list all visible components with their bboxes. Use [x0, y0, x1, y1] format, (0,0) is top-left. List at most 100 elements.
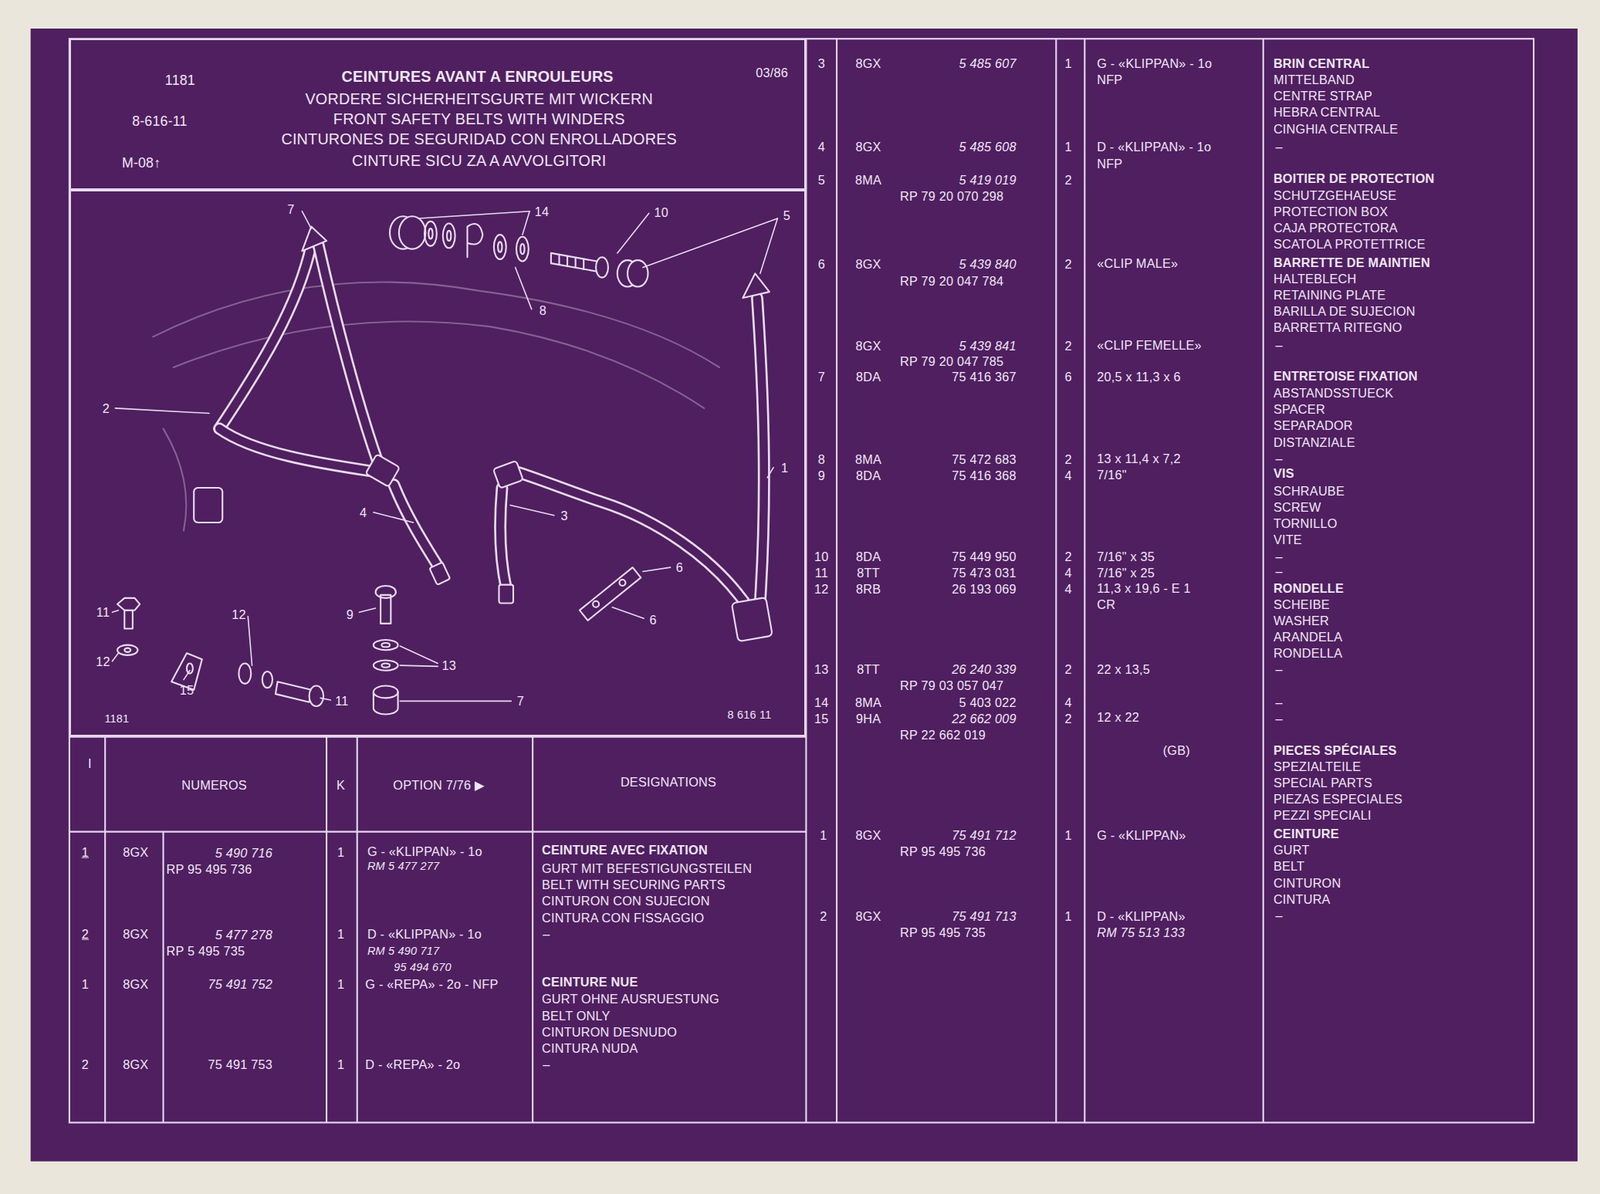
table-cell: 75 491 753	[208, 1057, 274, 1073]
table-cell: GURT OHNE AUSRUESTUNG	[541, 991, 720, 1007]
table-cell: 8TT	[856, 564, 880, 580]
callout-number: 13	[441, 658, 457, 674]
table-cell: VIS	[1273, 466, 1295, 481]
belt-straps-part	[219, 428, 374, 472]
table-cell: D - «KLIPPAN» - 1o	[1096, 139, 1211, 155]
table-cell: 5 439 841	[959, 338, 1017, 354]
table-cell: 11,3 x 19,6 - E 1	[1096, 580, 1191, 596]
table-grid-part	[69, 831, 807, 833]
belt-straps-part	[500, 487, 506, 589]
table-cell: 8DA	[855, 368, 881, 384]
table-cell: 4	[818, 139, 826, 155]
hardware-parts-part	[381, 642, 390, 647]
table-cell: ARANDELA	[1273, 629, 1343, 645]
callout-number: 5	[783, 208, 791, 224]
leader-lines-part	[399, 646, 438, 664]
table-cell: BARILLA DE SUJECION	[1273, 304, 1416, 319]
belt-straps-part	[219, 244, 312, 429]
header-text: FRONT SAFETY BELTS WITH WINDERS	[333, 110, 626, 129]
callout-number: 11	[96, 605, 110, 620]
table-cell: –	[1275, 662, 1283, 677]
table-cell: 5 419 019	[959, 172, 1017, 187]
table-cell: 5	[818, 172, 826, 187]
table-cell: 75 473 031	[951, 564, 1017, 580]
table-cell: 9HA	[855, 710, 881, 726]
belt-straps-part	[500, 487, 506, 589]
table-cell: 8GX	[122, 1057, 149, 1073]
table-cell: TORNILLO	[1273, 516, 1338, 532]
table-cell: CINTURON DESNUDO	[541, 1024, 677, 1039]
hardware-parts-part	[186, 663, 193, 674]
table-cell: WASHER	[1273, 612, 1330, 628]
table-cell: «CLIP MALE»	[1096, 256, 1178, 271]
table-grid-part	[356, 737, 359, 1124]
table-cell: –	[542, 926, 550, 941]
belt-illustration	[111, 211, 778, 715]
hardware-parts-part	[373, 639, 399, 650]
belt-straps-part	[219, 428, 374, 472]
table-cell: –	[542, 1057, 550, 1073]
table-cell: 2	[1065, 548, 1073, 564]
leader-lines-part	[183, 670, 190, 680]
anchors-buckles-part	[493, 460, 524, 489]
callout-number: 6	[676, 560, 684, 576]
hardware-parts-part	[380, 595, 391, 624]
table-grid-part	[1055, 38, 1057, 1123]
table-cell: RONDELLE	[1273, 580, 1344, 596]
belt-straps-part	[317, 244, 378, 461]
leader-lines-part	[111, 652, 119, 662]
leader-lines-part	[247, 616, 252, 666]
callout-number: 15	[179, 682, 195, 697]
table-cell: PROTECTION BOX	[1273, 203, 1388, 219]
table-cell: BARRETTA RITEGNO	[1273, 320, 1403, 335]
table-cell: –	[1275, 139, 1283, 155]
leader-lines-part	[358, 608, 376, 613]
belt-straps-part	[757, 297, 765, 600]
leader-lines-part	[522, 211, 530, 235]
table-cell: 8MA	[855, 172, 882, 187]
belt-straps-part	[515, 471, 751, 611]
leader-lines-part	[373, 512, 414, 523]
hardware-parts-part	[592, 601, 599, 608]
table-cell: 9	[818, 468, 826, 484]
table-cell: RP 22 662 019	[899, 727, 986, 743]
callout-number: 10	[653, 205, 669, 220]
table-cell: 7/16" x 25	[1096, 564, 1155, 580]
leader-lines-part	[320, 697, 331, 701]
anchors-buckles-part	[731, 597, 773, 642]
table-cell: SPACER	[1273, 402, 1326, 417]
hardware-parts-part	[497, 241, 502, 252]
hardware-parts-part	[373, 691, 399, 714]
leader-lines-part	[642, 218, 779, 268]
hardware-parts-part	[117, 645, 138, 656]
table-cell: 75 449 950	[951, 548, 1017, 564]
table-cell: CINTURON CON SUJECION	[541, 893, 711, 909]
table-cell: NFP	[1096, 155, 1123, 171]
table-cell: –	[1275, 548, 1283, 564]
table-cell: 15	[814, 710, 829, 726]
table-cell: 8GX	[122, 976, 149, 992]
table-cell: DISTANZIALE	[1273, 434, 1356, 450]
table-cell: K	[336, 777, 346, 792]
table-cell: NUMEROS	[181, 777, 247, 792]
hardware-parts	[117, 216, 648, 714]
table-grid-part	[162, 832, 164, 1124]
hardware-parts-part	[309, 686, 325, 707]
table-grid-part	[531, 737, 534, 1124]
table-cell: SCATOLA PROTETTRICE	[1273, 236, 1426, 252]
table-cell: ENTRETOISE FIXATION	[1273, 368, 1418, 383]
table-cell: 5 490 716	[215, 845, 273, 861]
table-cell: 8GX	[855, 909, 882, 924]
table-grid-part	[69, 38, 1534, 1123]
table-grid-part	[1083, 38, 1086, 1123]
table-cell: SCREW	[1273, 500, 1322, 515]
seat-sketch-part	[152, 281, 720, 368]
table-cell: 75 416 368	[951, 468, 1017, 484]
leader-lines-part	[642, 567, 671, 572]
leader-lines-part	[767, 467, 774, 478]
table-cell: 1	[1065, 56, 1073, 72]
table-cell: D - «KLIPPAN» - 1o	[367, 926, 482, 941]
table-cell: 75 491 752	[208, 976, 274, 992]
table-cell: 1	[1065, 139, 1073, 155]
